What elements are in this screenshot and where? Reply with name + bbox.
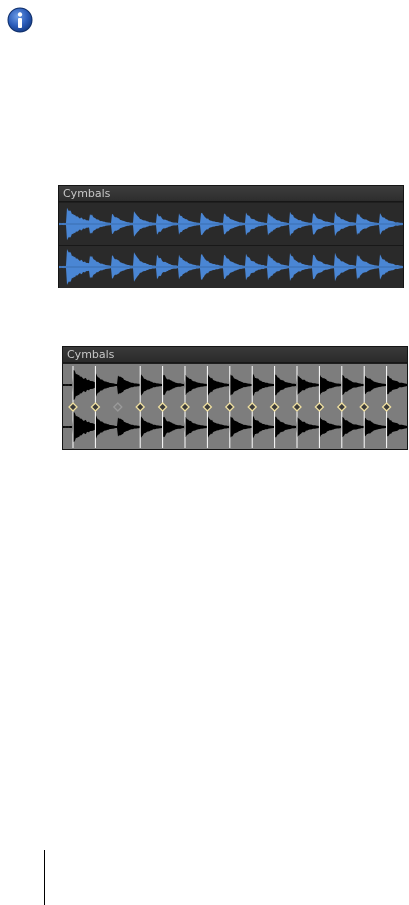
transient-marker-handle[interactable] [181, 403, 189, 411]
audio-clip-before[interactable]: Cymbals [58, 185, 404, 288]
waveform-right [59, 246, 403, 288]
clip-title: Cymbals [63, 347, 407, 363]
transient-marker-handle[interactable] [226, 403, 234, 411]
waveform-left [59, 203, 403, 245]
transient-marker-handle[interactable] [271, 403, 279, 411]
waveform-lane-left [59, 203, 403, 246]
transient-marker-handle[interactable] [338, 403, 346, 411]
waveform-lane [63, 364, 407, 449]
transient-marker-handle[interactable] [383, 403, 391, 411]
waveform-lane-right [59, 246, 403, 288]
page-margin-rule [44, 850, 45, 905]
transient-marker-handle[interactable] [248, 403, 256, 411]
transient-marker-handle[interactable] [360, 403, 368, 411]
info-icon [7, 7, 33, 33]
transient-marker-handle[interactable] [136, 403, 144, 411]
transient-marker-handle[interactable] [114, 403, 122, 411]
clip-title: Cymbals [59, 186, 403, 202]
waveform-with-markers[interactable] [63, 364, 407, 449]
transient-marker-handle[interactable] [69, 403, 77, 411]
audio-clip-after[interactable]: Cymbals [62, 346, 408, 450]
waveform-shape-bottom [63, 412, 407, 442]
transient-marker-handle[interactable] [159, 403, 167, 411]
transient-marker-handle[interactable] [91, 403, 99, 411]
waveform-shape-top [63, 370, 407, 400]
transient-marker-handle[interactable] [293, 403, 301, 411]
transient-marker-handle[interactable] [203, 403, 211, 411]
transient-marker-handle[interactable] [315, 403, 323, 411]
